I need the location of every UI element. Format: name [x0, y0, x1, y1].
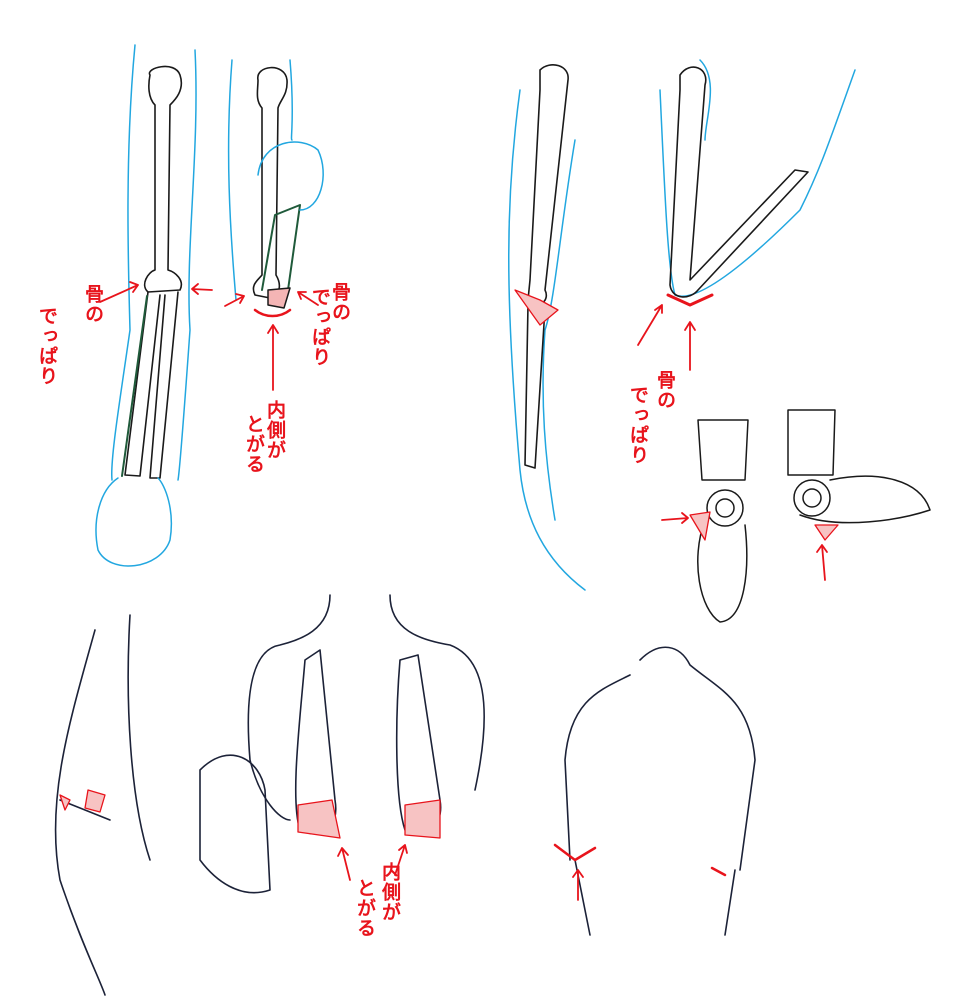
arrow: [572, 869, 584, 901]
elbow-section-figures: [689, 409, 931, 623]
bump-label-a-line1: 骨の: [82, 284, 104, 324]
arrow: [637, 304, 663, 346]
bump-label-c-line2: でっぱり: [627, 385, 649, 465]
annotation-arrows: [99, 281, 828, 901]
inner-label-a-line1: 内側が: [264, 400, 286, 460]
arrow: [267, 324, 279, 391]
straight-arm-figure: [95, 44, 197, 567]
arrow: [297, 291, 319, 306]
inner-label-b-line1: 内側が: [379, 862, 401, 922]
arrow: [191, 283, 213, 295]
arrow: [394, 844, 408, 876]
arrow: [816, 544, 828, 581]
rotated-arm-figure: [227, 59, 324, 318]
inner-label-a-line2: とがる: [243, 414, 265, 474]
bump-label-b-line2: でっぱり: [309, 287, 331, 367]
inner-label-b-line2: とがる: [354, 878, 376, 938]
arrow: [661, 512, 689, 524]
bump-label-b-line1: 骨の: [329, 282, 351, 322]
arrow: [99, 281, 139, 303]
bump-label-a-line2: でっぱり: [36, 306, 58, 386]
arrow: [684, 321, 696, 371]
arrow: [337, 847, 351, 881]
body-figures: [54, 594, 756, 996]
arrow: [224, 293, 245, 307]
bump-label-c-line1: 骨の: [654, 370, 676, 410]
side-arm-figures: [508, 59, 856, 591]
